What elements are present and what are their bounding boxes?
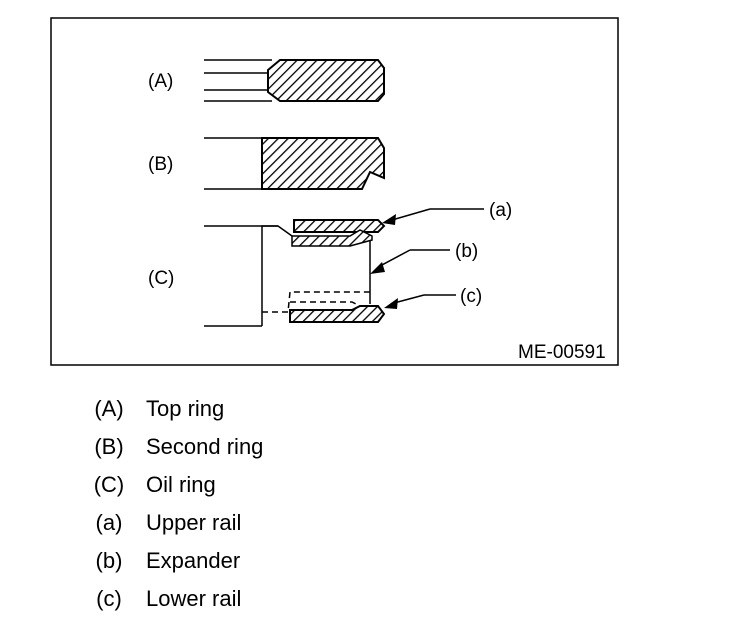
legend-key: (a): [95, 510, 123, 535]
leader-c: [384, 294, 456, 309]
legend-item: (a) Upper rail: [84, 504, 263, 542]
second-ring-drawing: [204, 137, 385, 190]
top-ring-drawing: [204, 59, 385, 102]
legend-key: (c): [96, 586, 122, 611]
legend-desc: Oil ring: [146, 472, 216, 497]
legend-desc: Second ring: [146, 434, 264, 459]
legend-key: (A): [94, 396, 124, 421]
label-c: (c): [460, 286, 482, 307]
legend-item: (C) Oil ring: [84, 466, 263, 504]
legend-key: (B): [94, 434, 124, 459]
label-B: (B): [148, 154, 173, 175]
oil-ring-drawing: [204, 219, 386, 327]
figure-frame: [50, 17, 619, 366]
legend: (A) Top ring (B) Second ring (C) Oil rin…: [84, 390, 264, 618]
label-A: (A): [148, 71, 173, 92]
legend-desc: Expander: [146, 548, 241, 573]
legend-item: (A) Top ring: [84, 390, 263, 428]
piston-ring-diagram: (A) (B) (C) (a) (b) (: [50, 17, 619, 366]
legend-desc: Top ring: [146, 396, 225, 421]
legend-key: (b): [95, 548, 123, 573]
legend-key: (C): [93, 472, 125, 497]
label-b: (b): [455, 241, 478, 262]
legend-desc: Lower rail: [146, 586, 242, 611]
label-C: (C): [148, 268, 174, 289]
leader-a: [382, 208, 484, 225]
label-a: (a): [489, 200, 512, 221]
legend-item: (B) Second ring: [84, 428, 263, 466]
legend-desc: Upper rail: [146, 510, 242, 535]
figure-code: ME-00591: [518, 342, 606, 363]
leader-b: [370, 249, 450, 274]
legend-item: (b) Expander: [84, 542, 263, 580]
legend-item: (c) Lower rail: [84, 580, 263, 618]
